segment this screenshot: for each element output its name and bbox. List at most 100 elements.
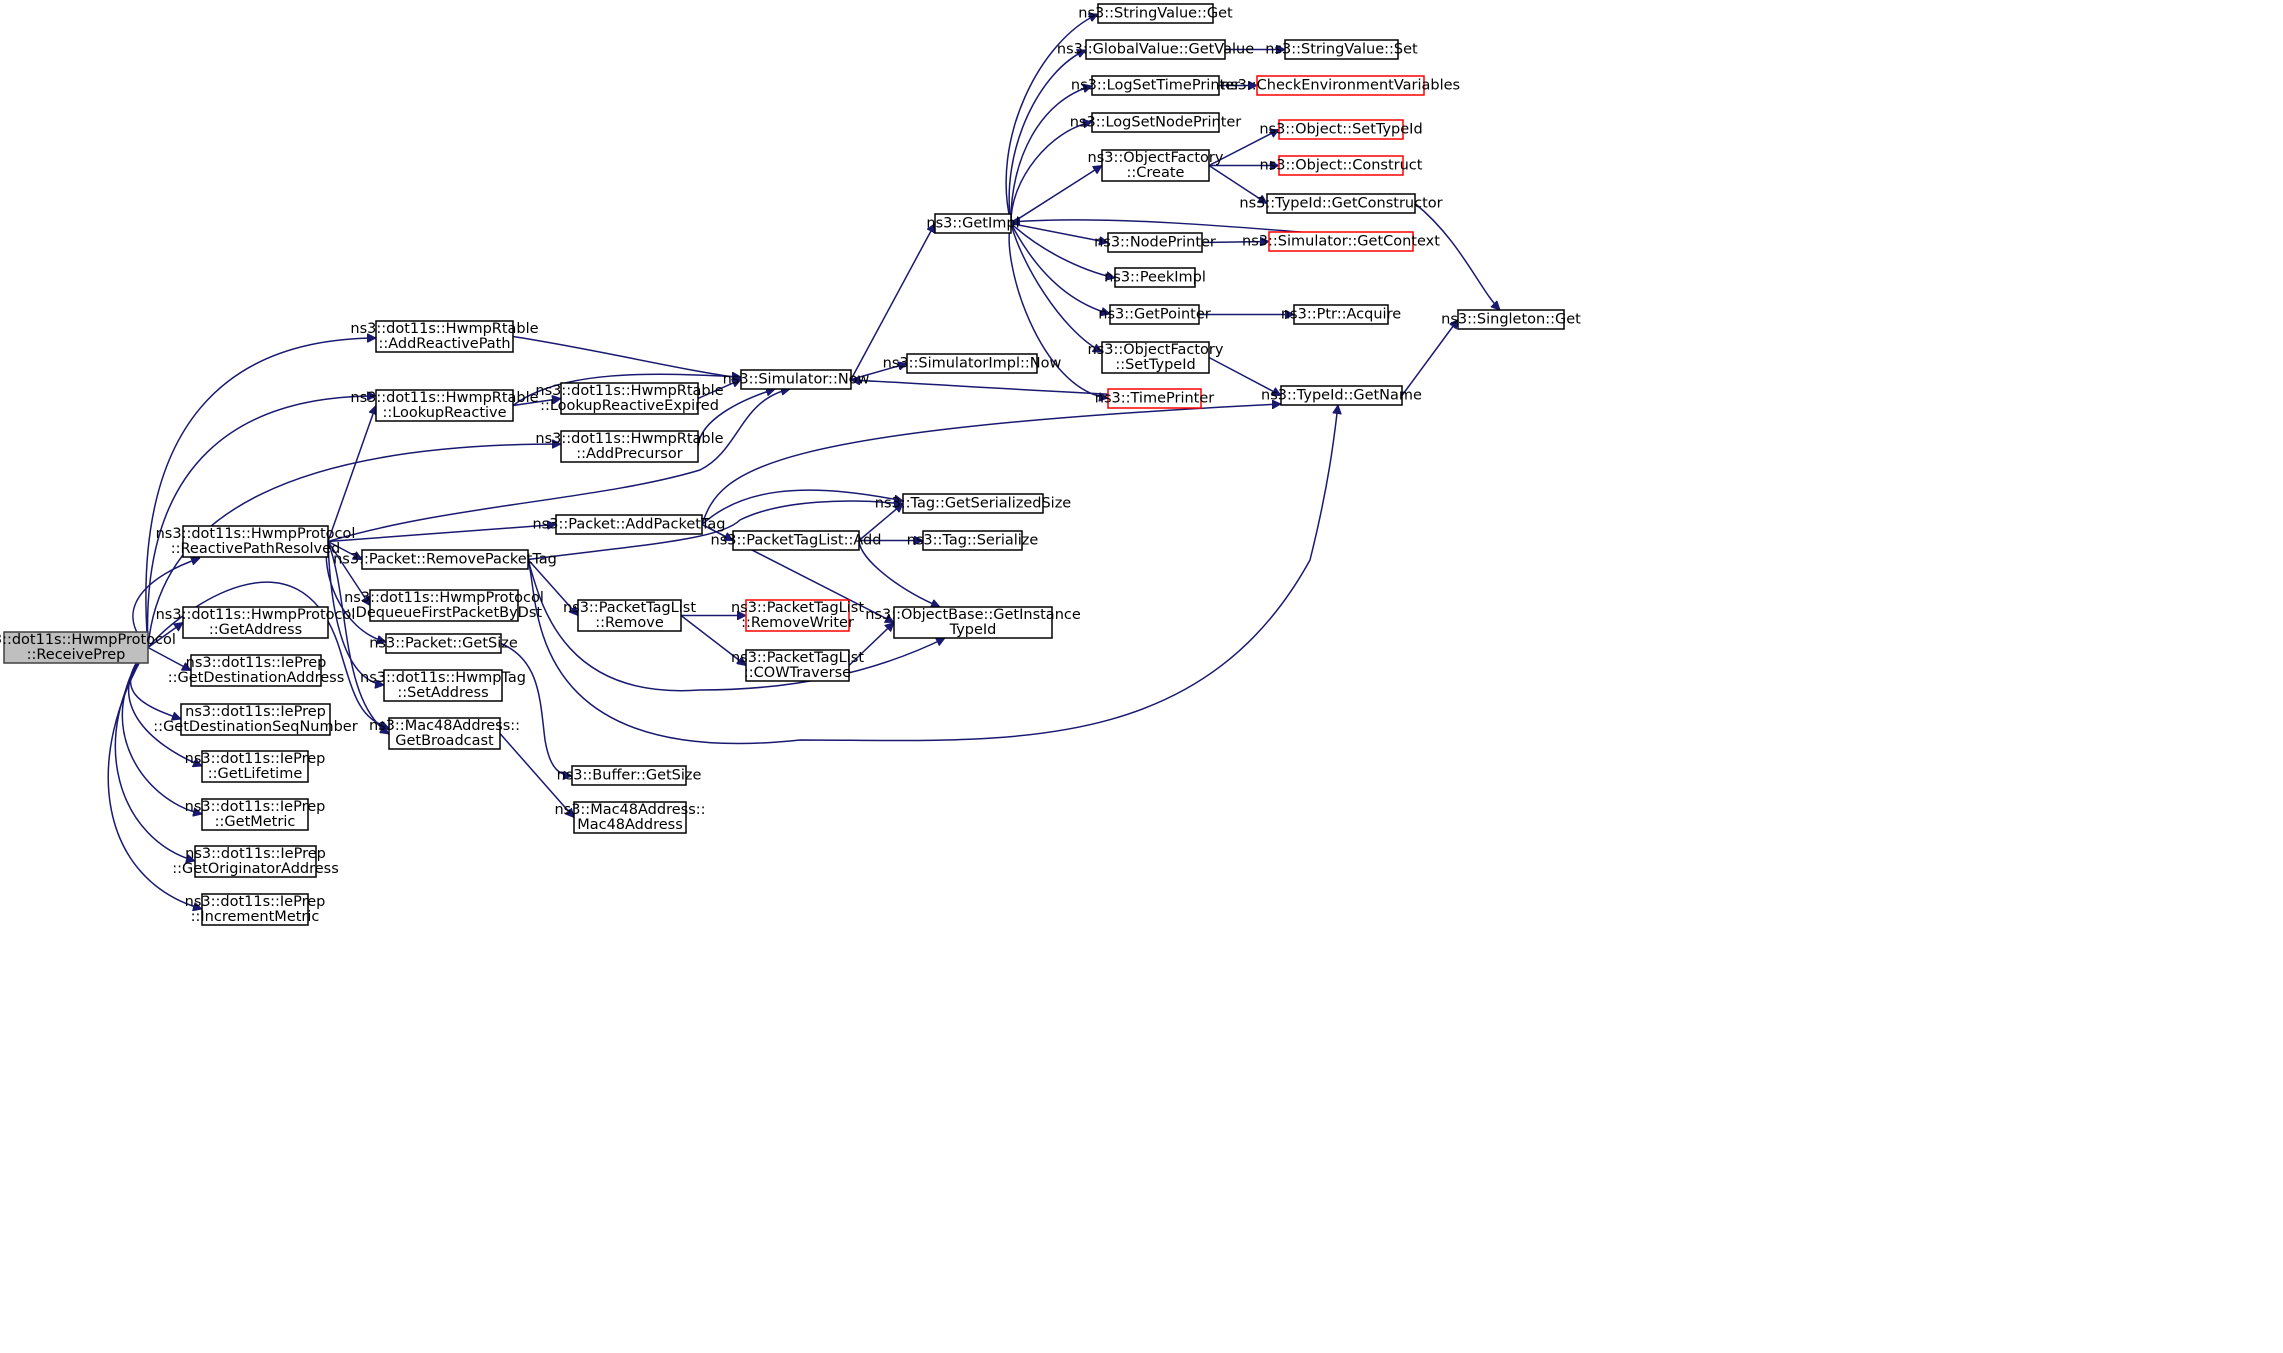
node-getpointer[interactable]: ns3::GetPointer: [1098, 304, 1211, 325]
node-box: [1107, 232, 1203, 253]
node-lookupreactiveexpired[interactable]: ns3::dot11s::HwmpRtable::LookupReactiveE…: [535, 382, 724, 415]
node-label-line: ::ReceivePrep: [27, 647, 126, 663]
node-packettaglistremove[interactable]: ns3::PacketTagList::Remove: [563, 599, 696, 632]
node-getbroadcast[interactable]: ns3::Mac48Address::GetBroadcast: [369, 717, 520, 750]
node-taggetserializedsize[interactable]: ns3::Tag::GetSerializedSize: [875, 493, 1072, 514]
node-getdestinationseqnumber[interactable]: ns3::dot11s::IePrep::GetDestinationSeqNu…: [153, 703, 358, 736]
node-label-line: ns3::TypeId::GetConstructor: [1239, 196, 1442, 212]
node-packettaglistadd[interactable]: ns3::PacketTagList::Add: [711, 530, 882, 551]
node-cowtraverse[interactable]: ns3::PacketTagList::COWTraverse: [731, 649, 864, 682]
node-box: [201, 750, 309, 783]
node-typeidgetname[interactable]: ns3::TypeId::GetName: [1261, 385, 1422, 406]
node-checkenvvars[interactable]: ns3::CheckEnvironmentVariables: [1221, 75, 1460, 96]
node-label-line: ::AddPrecursor: [576, 446, 682, 462]
edge-removepackettag-to-packettaglistremove: [527, 559, 578, 616]
node-objectsettypeid[interactable]: ns3::Object::SetTypeId: [1259, 119, 1423, 140]
edge-getimpl-to-objectfactorysettypeid: [1010, 223, 1102, 353]
edge-receiveprep-to-addprecursor: [147, 444, 561, 648]
node-stringvalueset[interactable]: ns3::StringValue::Set: [1265, 39, 1418, 60]
node-removewriter[interactable]: ns3::PacketTagList::RemoveWriter: [731, 599, 864, 632]
node-getoriginatoraddress[interactable]: ns3::dot11s::IePrep::GetOriginatorAddres…: [172, 845, 339, 878]
node-logsettimeprinter[interactable]: ns3::LogSetTimePrinter: [1071, 75, 1240, 96]
node-box: [369, 589, 519, 622]
node-hwmptagsetaddress[interactable]: ns3::dot11s::HwmpTag::SetAddress: [360, 669, 526, 702]
node-box: [1101, 341, 1210, 374]
node-box: [1101, 149, 1210, 182]
node-box: [1097, 3, 1214, 24]
edge-addpackettag-to-taggetserializedsize: [701, 489, 903, 526]
node-label-line: ns3::PacketTagList: [731, 650, 864, 666]
node-label-line: ns3::NodePrinter: [1094, 235, 1216, 251]
node-packetgetsize[interactable]: ns3::Packet::GetSize: [369, 633, 518, 654]
node-box: [383, 669, 503, 702]
node-label-line: ::Remove: [595, 615, 664, 631]
node-getlifetime[interactable]: ns3::dot11s::IePrep::GetLifetime: [185, 750, 326, 783]
node-tagserialize[interactable]: ns3::Tag::Serialize: [907, 530, 1039, 551]
edge-receiveprep-to-lookupreactive: [146, 396, 376, 648]
node-label-line: ns3::dot11s::HwmpTag: [360, 670, 526, 686]
edge-getimpl-to-stringvalueget: [1005, 14, 1098, 224]
node-label-line: ::GetLifetime: [208, 766, 303, 782]
node-objectfactorycreate[interactable]: ns3::ObjectFactory::Create: [1088, 149, 1224, 182]
node-addprecursor[interactable]: ns3::dot11s::HwmpRtable::AddPrecursor: [535, 430, 724, 463]
node-addpackettag[interactable]: ns3::Packet::AddPacketTag: [532, 514, 726, 535]
node-simulatornow[interactable]: ns3::Simulator::Now: [723, 369, 870, 390]
edge-addreactivepath-to-simulatornow: [512, 335, 741, 379]
node-incrementmetric[interactable]: ns3::dot11s::IePrep::IncrementMetric: [185, 893, 326, 926]
node-label-line: ns3::LogSetTimePrinter: [1071, 78, 1240, 94]
node-getimpl[interactable]: ns3::GetImpl: [926, 213, 1020, 234]
node-singletonget[interactable]: ns3::Singleton::Get: [1441, 309, 1581, 330]
node-mac48address[interactable]: ns3::Mac48Address::Mac48Address: [554, 801, 706, 834]
node-label-line: ns3::dot11s::HwmpRtable: [350, 321, 538, 337]
node-box: [934, 213, 1012, 234]
node-label-line: ::GetDestinationAddress: [168, 670, 345, 686]
node-receiveprep[interactable]: ns3::dot11s::HwmpProtocol::ReceivePrep: [0, 631, 176, 664]
node-addreactivepath[interactable]: ns3::dot11s::HwmpRtable::AddReactivePath: [350, 320, 539, 353]
node-peekimpl[interactable]: ns3::PeekImpl: [1104, 267, 1206, 288]
node-label-line: ::GetAddress: [209, 622, 302, 638]
node-box: [1278, 155, 1404, 176]
node-getaddress[interactable]: ns3::dot11s::HwmpProtocol::GetAddress: [156, 606, 356, 639]
node-box: [1107, 388, 1202, 409]
edge-getimpl-to-logsetnodeprinter: [1010, 122, 1092, 224]
edge-getimpl-to-objectfactorycreate: [1010, 164, 1102, 225]
node-timeprinter[interactable]: ns3::TimePrinter: [1095, 388, 1215, 409]
node-logsetnodeprinter[interactable]: ns3::LogSetNodePrinter: [1070, 112, 1242, 133]
node-label-line: ns3::dot11s::HwmpRtable: [350, 390, 538, 406]
node-dequeuefirstpacket[interactable]: ns3::dot11s::HwmpProtocol::DequeueFirstP…: [344, 589, 544, 622]
node-stringvalueget[interactable]: ns3::StringValue::Get: [1078, 3, 1233, 24]
node-simulatorgetcontext[interactable]: ns3::Simulator::GetContext: [1242, 231, 1440, 252]
node-objectfactorysettypeid[interactable]: ns3::ObjectFactory::SetTypeId: [1088, 341, 1224, 374]
node-reactivepathresolved[interactable]: ns3::dot11s::HwmpProtocol::ReactivePathR…: [156, 525, 356, 558]
node-label-line: ns3::PacketTagList: [563, 600, 696, 616]
node-nodeprinter[interactable]: ns3::NodePrinter: [1094, 232, 1216, 253]
node-box: [571, 765, 687, 786]
node-buffergetsize[interactable]: ns3::Buffer::GetSize: [557, 765, 702, 786]
node-box: [190, 654, 322, 687]
edge-addprecursor-to-simulatornow: [697, 389, 775, 447]
edge-getimpl-to-peekimpl: [1010, 222, 1115, 279]
node-removepackettag[interactable]: ns3::Packet::RemovePacketTag: [333, 549, 557, 570]
node-label-line: ns3::dot11s::IePrep: [186, 655, 327, 671]
node-getdestinationaddress[interactable]: ns3::dot11s::IePrep::GetDestinationAddre…: [168, 654, 345, 687]
edge-getimpl-to-globalvaluegetvalue: [1008, 50, 1086, 224]
edge-receiveprep-to-getaddress: [147, 621, 183, 649]
node-label-line: ns3::dot11s::HwmpProtocol: [0, 632, 176, 648]
node-label-line: ns3::dot11s::IePrep: [185, 704, 326, 720]
node-box: [1280, 385, 1403, 406]
edge-reactivepathresolved-to-getbroadcast: [327, 541, 389, 735]
node-objectconstruct[interactable]: ns3::Object::Construct: [1260, 155, 1423, 176]
node-box: [906, 353, 1038, 374]
node-ptracquire[interactable]: ns3::Ptr::Acquire: [1281, 304, 1401, 325]
node-label-line: ns3::StringValue::Set: [1265, 42, 1418, 58]
node-box: [560, 382, 699, 415]
node-label-line: ns3::GetPointer: [1098, 307, 1211, 323]
node-globalvaluegetvalue[interactable]: ns3::GlobalValue::GetValue: [1057, 39, 1254, 60]
node-label-line: ns3::StringValue::Get: [1078, 6, 1233, 22]
node-lookupreactive[interactable]: ns3::dot11s::HwmpRtable::LookupReactive: [350, 389, 539, 422]
node-simulatorimplnow[interactable]: ns3::SimulatorImpl::Now: [883, 353, 1062, 374]
node-getmetric[interactable]: ns3::dot11s::IePrep::GetMetric: [185, 798, 326, 831]
node-typeidgetconstructor[interactable]: ns3::TypeId::GetConstructor: [1239, 193, 1443, 214]
node-box: [1266, 193, 1416, 214]
